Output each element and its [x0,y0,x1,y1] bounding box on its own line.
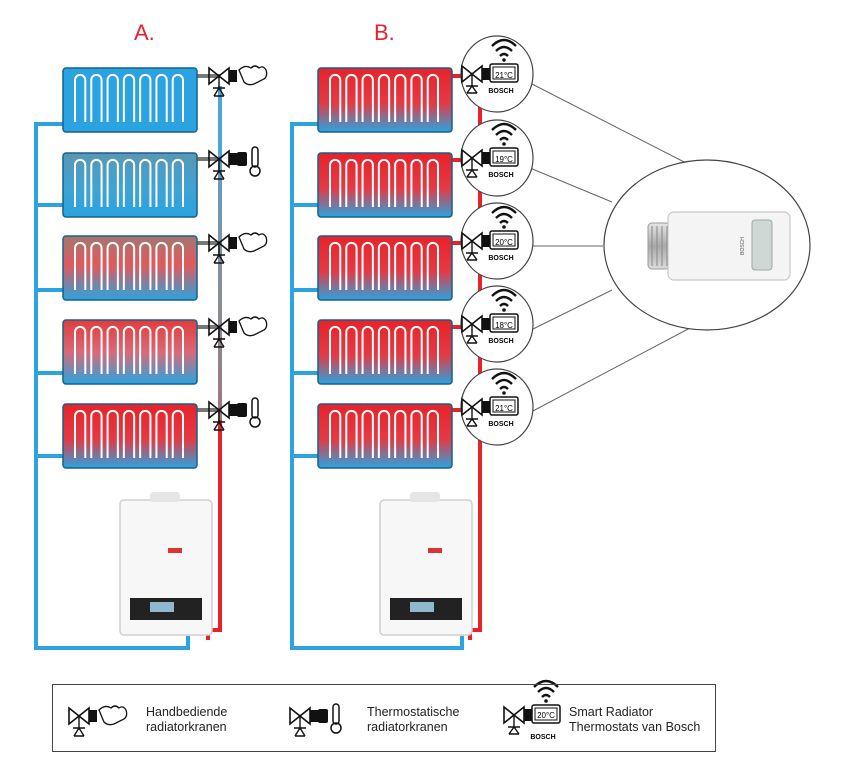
radiator-coil [74,158,184,207]
radiator-b5 [317,403,453,469]
hand-valve-icon [208,232,268,264]
radiator-a4 [62,319,198,385]
smart-thermostat-5 [460,368,534,446]
hand-valve-icon [208,316,268,348]
radiator-b3 [317,235,453,301]
section-b-label: B. [374,20,395,45]
thermostat-brand-5: BOSCH [488,421,513,428]
radiator-coil [329,409,439,458]
legend-thermostatic-line2: radiatorkranen [367,720,448,734]
radiator-a5 [62,403,198,469]
thermostat-temp-2: 19°C [495,155,513,164]
legend-smart-temp: 20°C [537,711,555,720]
thermostat-brand-3: BOSCH [488,255,513,262]
hand-valve-icon [208,65,268,97]
section-a [34,65,268,650]
thermostat-brand-2: BOSCH [488,172,513,179]
radiator-coil [329,158,439,207]
zoom-device-brand: BOSCH [740,237,746,255]
thermostat-temp-1: 21°C [495,71,513,80]
legend-manual-line1: Handbediende [146,705,228,719]
radiator-coil [74,73,184,122]
radiator-coil [74,409,184,458]
thermostatic-valve-icon [208,146,261,180]
radiator-b1 [317,67,453,133]
radiator-coil [74,325,184,374]
legend-smart-text: Smart Radiator Thermostats van Bosch [569,705,700,735]
callout-lines [529,83,691,413]
cold-pipe-a [34,122,190,650]
smart-thermostat-4 [460,285,534,363]
legend-smart-line1: Smart Radiator [569,705,654,719]
thermostat-temp-5: 21°C [495,404,513,413]
thermostatic-valve-icon [208,397,261,431]
radiator-a2 [62,152,198,218]
radiator-b4 [317,319,453,385]
thermostat-temp-3: 20°C [495,238,513,247]
thermostat-brand-1: BOSCH [488,88,513,95]
thermostat-zoom: BOSCH [603,159,811,331]
radiator-coil [74,241,184,290]
radiator-coil [329,73,439,122]
legend-smart-line2: Thermostats van Bosch [569,720,701,734]
legend-thermostatic-text: Thermostatische radiatorkranen [367,705,459,735]
smart-thermostat-3 [460,202,534,280]
radiator-a3 [62,235,198,301]
legend-thermostatic-line1: Thermostatische [367,705,460,719]
thermostat-brand-4: BOSCH [488,338,513,345]
thermostat-temp-4: 18°C [495,321,513,330]
smart-thermostat-2 [460,119,534,197]
boiler-b [379,492,473,636]
section-a-label: A. [134,20,155,45]
smart-thermostat-1 [460,35,534,113]
cold-pipe-b [290,122,464,650]
legend [52,684,716,752]
radiator-a1 [62,67,198,133]
boiler-a [119,492,213,636]
section-b: 21°C 19°C 20°C 18°C 21°C BOSCH BOSCH BOS… [290,35,811,650]
legend-manual-line2: radiatorkranen [146,720,227,734]
radiator-coil [329,241,439,290]
radiator-b2 [317,152,453,218]
radiator-coil [329,325,439,374]
legend-manual-text: Handbediende radiatorkranen [146,705,227,735]
legend-smart-brand: BOSCH [530,734,555,741]
